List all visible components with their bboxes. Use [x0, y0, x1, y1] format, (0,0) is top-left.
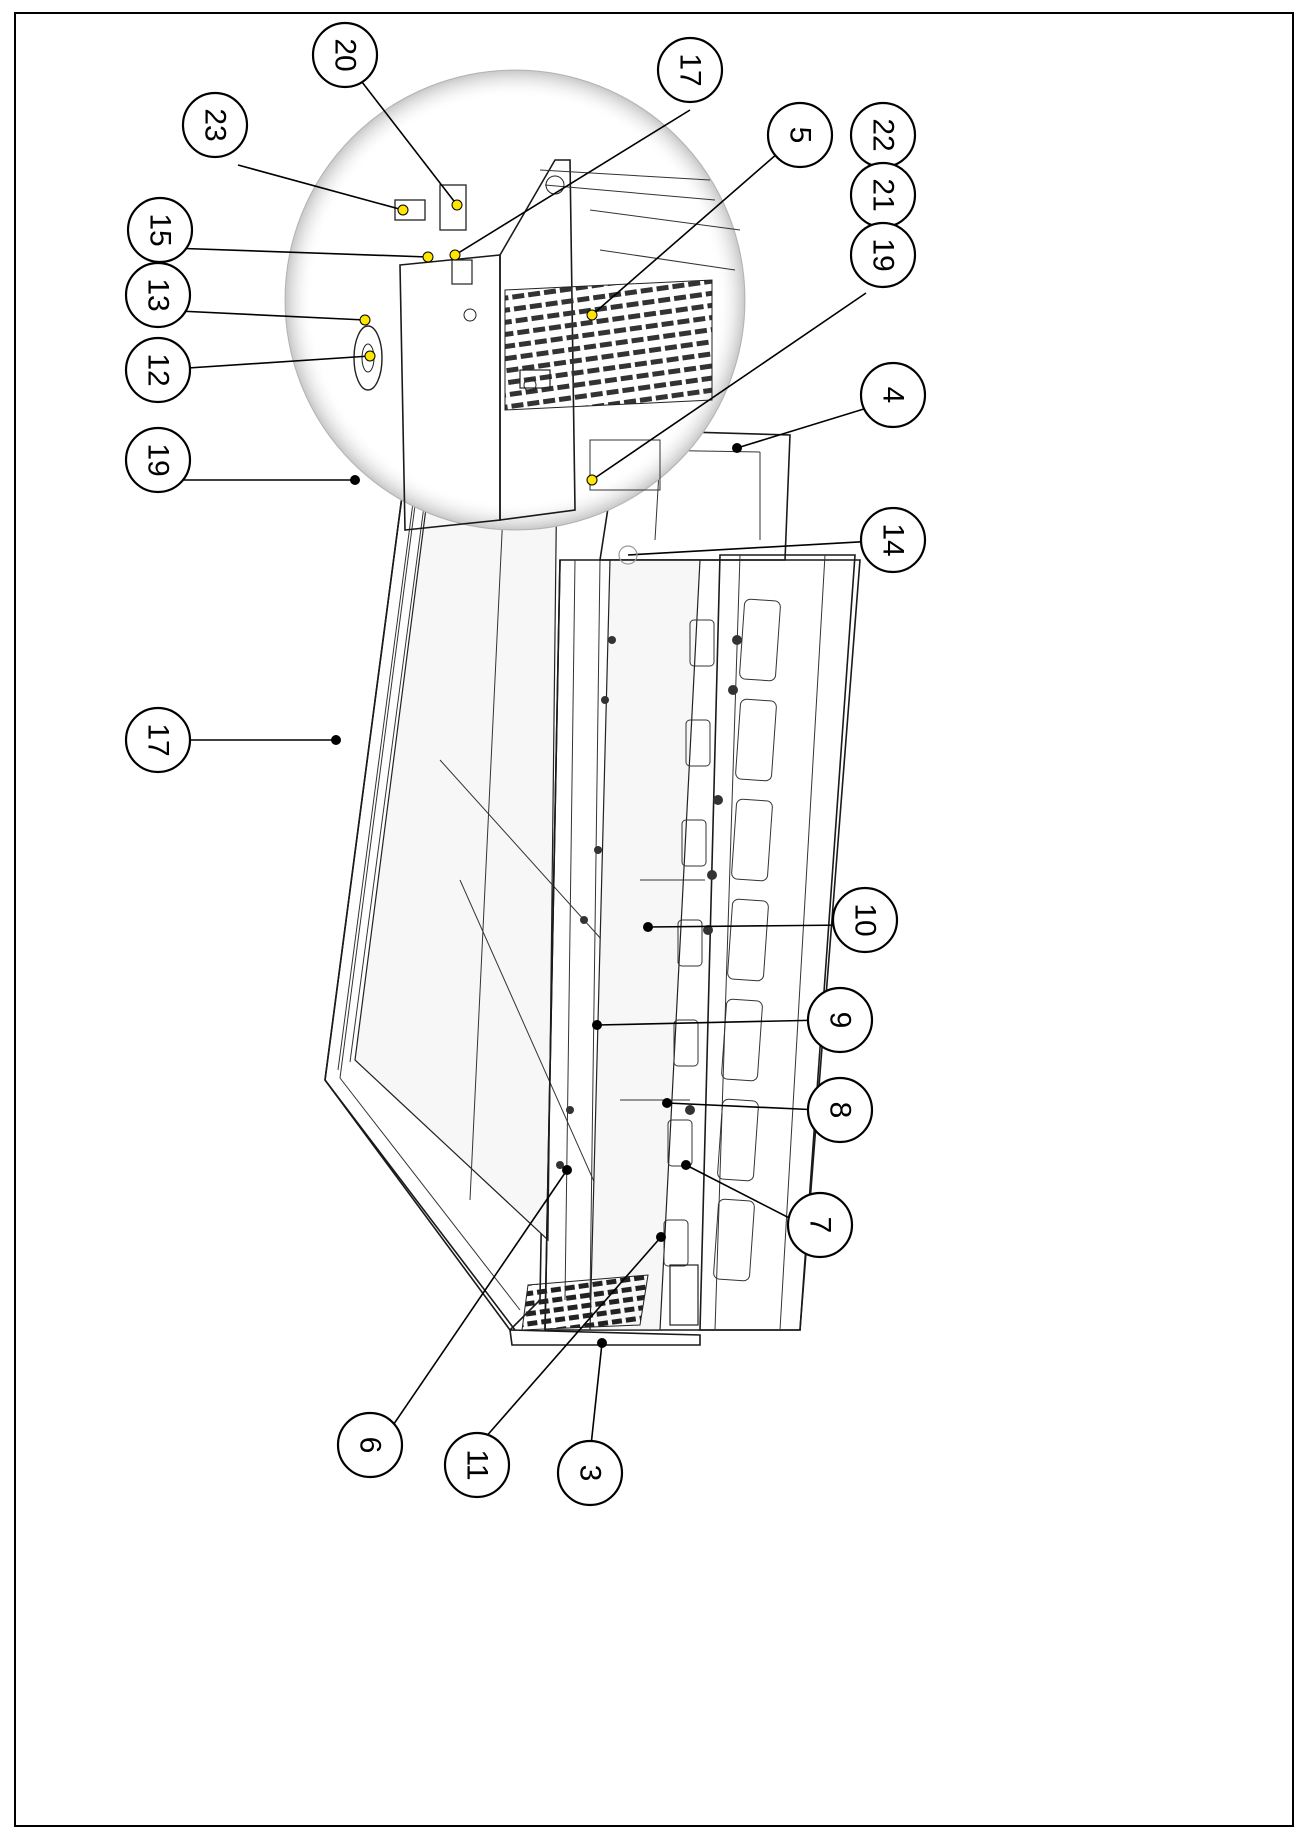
callout-6: 6 — [336, 1411, 404, 1479]
leader-lines — [157, 59, 894, 1456]
callout-22: 22 — [849, 101, 917, 169]
callout-3-label: 3 — [574, 1465, 607, 1482]
callout-10: 10 — [831, 886, 899, 954]
zoom-detail — [284, 69, 746, 531]
callout-6-label: 6 — [354, 1437, 387, 1454]
callout-19: 20 — [311, 21, 379, 89]
callout-5-label: 5 — [784, 127, 817, 144]
callout-9: 9 — [806, 986, 874, 1054]
callout-15: 15 — [126, 196, 194, 264]
callout-23: 23 — [181, 91, 249, 159]
callout-11: 11 — [443, 1431, 511, 1499]
callout-21: 21 — [849, 161, 917, 229]
callout-23-label: 23 — [199, 108, 232, 141]
callout-17-label: 17 — [142, 723, 175, 756]
callout-4: 4 — [859, 361, 927, 429]
callout-21-label: 21 — [867, 178, 900, 211]
callout-16: 17 — [656, 36, 724, 104]
callout-14-label: 14 — [877, 523, 910, 556]
callout-15-label: 15 — [144, 213, 177, 246]
callout-10-label: 10 — [849, 903, 882, 936]
callout-17: 17 — [124, 706, 192, 774]
callout-20-label: 19 — [867, 238, 900, 271]
callout-18-label: 19 — [142, 443, 175, 476]
callout-13-label: 13 — [142, 278, 175, 311]
callout-7: 7 — [786, 1191, 854, 1259]
callout-3: 3 — [556, 1439, 624, 1507]
callout-18: 19 — [124, 426, 192, 494]
callout-5: 5 — [766, 101, 834, 169]
callout-7-label: 7 — [804, 1217, 837, 1234]
callout-19-label: 20 — [329, 38, 362, 71]
callout-22-label: 22 — [867, 118, 900, 151]
leader-dots — [331, 199, 742, 1348]
callout-8: 8 — [806, 1076, 874, 1144]
callout-13: 13 — [124, 261, 192, 329]
callout-12-label: 12 — [142, 353, 175, 386]
callout-9-label: 9 — [824, 1012, 857, 1029]
callout-16-label: 17 — [674, 53, 707, 86]
callout-14: 14 — [859, 506, 927, 574]
callout-20: 19 — [849, 221, 917, 289]
callout-12: 12 — [124, 336, 192, 404]
callout-11-label: 11 — [461, 1449, 494, 1480]
callout-4-label: 4 — [877, 387, 910, 404]
callout-8-label: 8 — [824, 1102, 857, 1119]
